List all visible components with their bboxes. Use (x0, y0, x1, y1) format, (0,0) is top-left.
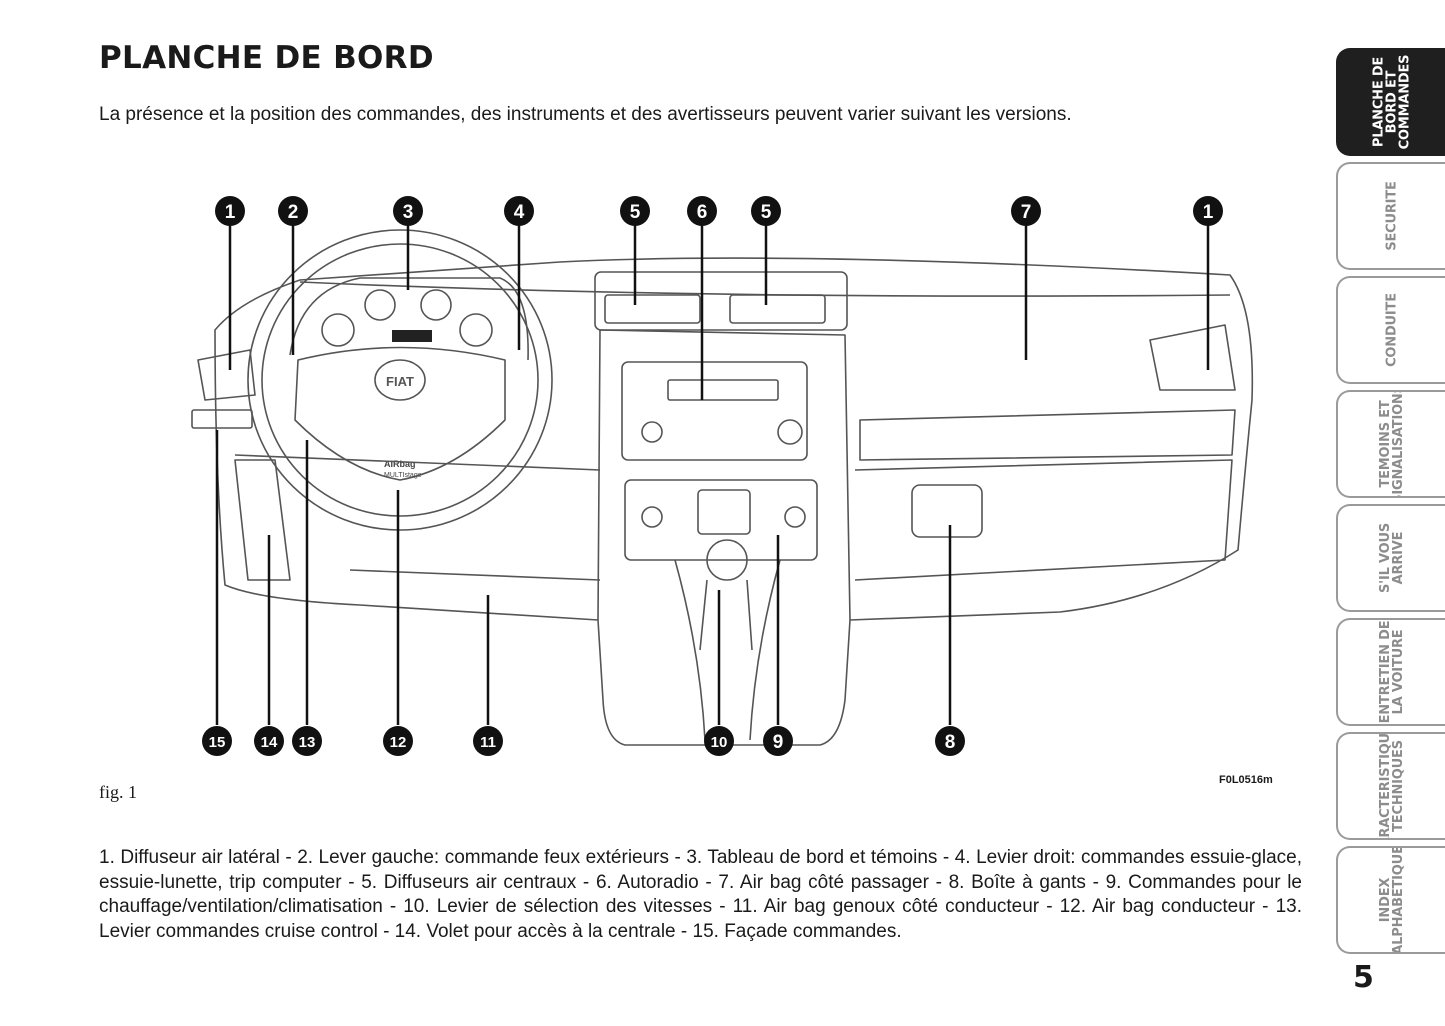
tab-label: INDEX ALPHABETIQUE (1377, 846, 1406, 954)
callout-6: 6 (687, 196, 717, 226)
tab-planche-de-bord[interactable]: PLANCHE DE BORD ET COMMANDES (1336, 48, 1445, 156)
tab-label: SECURITE (1384, 181, 1399, 251)
svg-text:15: 15 (209, 734, 226, 751)
centre-vents (594, 271, 848, 331)
figure-caption: 1. Diffuseur air latéral - 2. Lever gauc… (99, 847, 1302, 942)
airbag-sublabel: MULTIstage (384, 472, 422, 479)
tab-caracteristiques[interactable]: CARACTERISTIQUES TECHNIQUES (1336, 732, 1445, 840)
svg-text:3: 3 (403, 202, 414, 223)
gear-knob (706, 539, 748, 581)
tab-label: PLANCHE DE BORD ET COMMANDES (1371, 54, 1412, 150)
svg-text:5: 5 (761, 202, 772, 223)
steering-wheel (247, 229, 553, 531)
radio-unit (621, 361, 808, 461)
svg-text:6: 6 (697, 202, 708, 223)
callout-1-right: 1 (1193, 196, 1223, 226)
tab-entretien[interactable]: ENTRETIEN DE LA VOITURE (1336, 618, 1445, 726)
tab-securite[interactable]: SECURITE (1336, 162, 1445, 270)
climate-panel (624, 479, 818, 561)
steering-logo: FIAT (386, 374, 414, 389)
callout-8: 8 (935, 726, 965, 756)
svg-text:9: 9 (773, 732, 784, 753)
figure-code: F0L0516m (1219, 774, 1273, 786)
callout-1-left: 1 (215, 196, 245, 226)
tab-conduite[interactable]: CONDUITE (1336, 276, 1445, 384)
callout-5-left: 5 (620, 196, 650, 226)
svg-text:14: 14 (261, 734, 278, 751)
callout-13: 13 (292, 726, 322, 756)
svg-text:10: 10 (711, 734, 728, 751)
callout-11: 11 (473, 726, 503, 756)
glovebox (854, 459, 1233, 581)
tab-label: S'IL VOUS ARRIVE (1377, 523, 1406, 593)
tab-label: ENTRETIEN DE LA VOITURE (1377, 620, 1406, 724)
airbag-label: AIRbag (384, 459, 416, 469)
tab-temoins[interactable]: TEMOINS ET SIGNALISATIONS (1336, 390, 1445, 498)
centre-console (597, 329, 851, 621)
callout-12: 12 (383, 726, 413, 756)
svg-text:5: 5 (630, 202, 641, 223)
dashboard-figure: FIAT AIRbag MULTIstage (191, 196, 1254, 756)
callout-15: 15 (202, 726, 232, 756)
callout-2: 2 (278, 196, 308, 226)
svg-text:8: 8 (945, 732, 956, 753)
fuse-cover (234, 459, 291, 581)
svg-text:13: 13 (299, 734, 316, 751)
svg-text:1: 1 (225, 202, 236, 223)
chapter-tabs: PLANCHE DE BORD ET COMMANDES SECURITE CO… (1336, 48, 1445, 954)
tab-label: TEMOINS ET SIGNALISATIONS (1377, 390, 1406, 498)
svg-text:4: 4 (514, 202, 525, 223)
tab-label: CONDUITE (1384, 293, 1399, 367)
dashboard-outline (214, 257, 1254, 746)
callout-3: 3 (393, 196, 423, 226)
svg-text:1: 1 (1203, 202, 1214, 223)
tab-label: CARACTERISTIQUES TECHNIQUES (1377, 732, 1406, 840)
instrument-cluster (289, 277, 529, 361)
svg-text:12: 12 (390, 734, 407, 751)
intro-text: La présence et la position des commandes… (99, 104, 1072, 125)
callout-7: 7 (1011, 196, 1041, 226)
callout-4: 4 (504, 196, 534, 226)
tab-sil-vous-arrive[interactable]: S'IL VOUS ARRIVE (1336, 504, 1445, 612)
svg-text:7: 7 (1021, 202, 1032, 223)
callout-9: 9 (763, 726, 793, 756)
tab-index[interactable]: INDEX ALPHABETIQUE (1336, 846, 1445, 954)
callout-5-right: 5 (751, 196, 781, 226)
callout-10: 10 (704, 726, 734, 756)
svg-text:11: 11 (480, 734, 496, 751)
page-number: 5 (1353, 960, 1374, 995)
svg-text:2: 2 (288, 202, 299, 223)
callout-14: 14 (254, 726, 284, 756)
page-title: PLANCHE DE BORD (99, 40, 434, 76)
figure-label: fig. 1 (99, 782, 137, 802)
passenger-airbag (859, 409, 1236, 461)
